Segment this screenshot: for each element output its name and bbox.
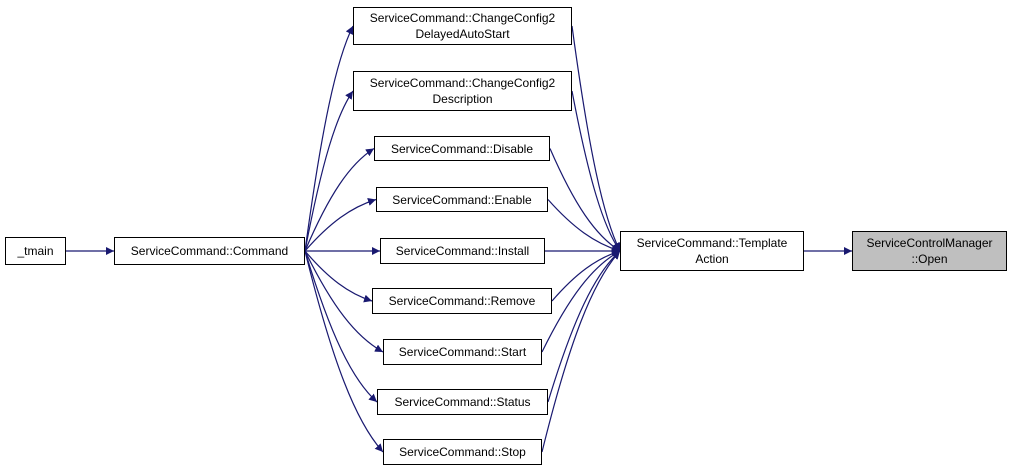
edge-command-to-enable xyxy=(304,198,377,252)
node-tmain-label: _tmain xyxy=(17,244,54,258)
edge-status-to-template xyxy=(547,250,621,403)
node-servicecommand-templateaction[interactable]: ServiceCommand::Template Action xyxy=(620,231,804,271)
edge-delayed-to-template xyxy=(571,25,621,252)
node-changeconfig2-delayedautostart[interactable]: ServiceCommand::ChangeConfig2 DelayedAut… xyxy=(353,7,572,45)
node-tmain[interactable]: _tmain xyxy=(5,237,66,265)
node-servicecommand-status[interactable]: ServiceCommand::Status xyxy=(377,389,548,415)
node-servicecommand-disable[interactable]: ServiceCommand::Disable xyxy=(374,136,550,161)
node-servicecommand-start[interactable]: ServiceCommand::Start xyxy=(383,339,542,365)
node-changeconfig2-description[interactable]: ServiceCommand::ChangeConfig2 Descriptio… xyxy=(353,71,572,111)
node-template-label-line2: Action xyxy=(695,252,729,266)
node-status-label: ServiceCommand::Status xyxy=(394,395,531,409)
edge-command-to-stop xyxy=(304,250,384,453)
node-description-label-line2: Description xyxy=(432,92,493,106)
edge-command-to-remove xyxy=(304,250,373,303)
node-servicecommand-install[interactable]: ServiceCommand::Install xyxy=(380,238,545,264)
node-servicecommand-remove[interactable]: ServiceCommand::Remove xyxy=(372,288,552,314)
node-stop-label: ServiceCommand::Stop xyxy=(399,445,526,459)
node-disable-label: ServiceCommand::Disable xyxy=(390,141,534,156)
node-template-label-line1: ServiceCommand::Template xyxy=(636,236,788,250)
edge-remove-to-template xyxy=(551,249,621,302)
node-description-label-line1: ServiceCommand::ChangeConfig2 xyxy=(369,76,556,90)
edge-start-to-template xyxy=(541,250,621,353)
node-delayed-label-line1: ServiceCommand::ChangeConfig2 xyxy=(369,11,556,25)
edge-description-to-template xyxy=(571,90,621,252)
node-start-label: ServiceCommand::Start xyxy=(398,345,527,359)
node-remove-label: ServiceCommand::Remove xyxy=(388,294,536,308)
node-open-label-line2: ::Open xyxy=(911,252,948,266)
edge-command-to-start xyxy=(304,250,384,353)
edge-stop-to-template xyxy=(541,250,621,453)
edge-command-to-description xyxy=(304,90,354,252)
node-servicecommand-command[interactable]: ServiceCommand::Command xyxy=(114,237,305,265)
node-open-label-line1: ServiceControlManager xyxy=(866,236,993,250)
edge-disable-to-template xyxy=(549,148,621,252)
edge-command-to-disable xyxy=(304,147,375,252)
node-command-label: ServiceCommand::Command xyxy=(130,244,289,258)
node-delayed-label-line2: DelayedAutoStart xyxy=(415,27,510,41)
node-servicecommand-stop[interactable]: ServiceCommand::Stop xyxy=(383,439,542,465)
node-enable-label: ServiceCommand::Enable xyxy=(392,192,532,207)
node-servicecontrolmanager-open: ServiceControlManager ::Open xyxy=(852,231,1007,271)
node-install-label: ServiceCommand::Install xyxy=(395,244,530,258)
node-servicecommand-enable[interactable]: ServiceCommand::Enable xyxy=(376,187,548,212)
edge-command-to-delayed xyxy=(304,25,354,252)
edge-command-to-status xyxy=(304,250,378,403)
